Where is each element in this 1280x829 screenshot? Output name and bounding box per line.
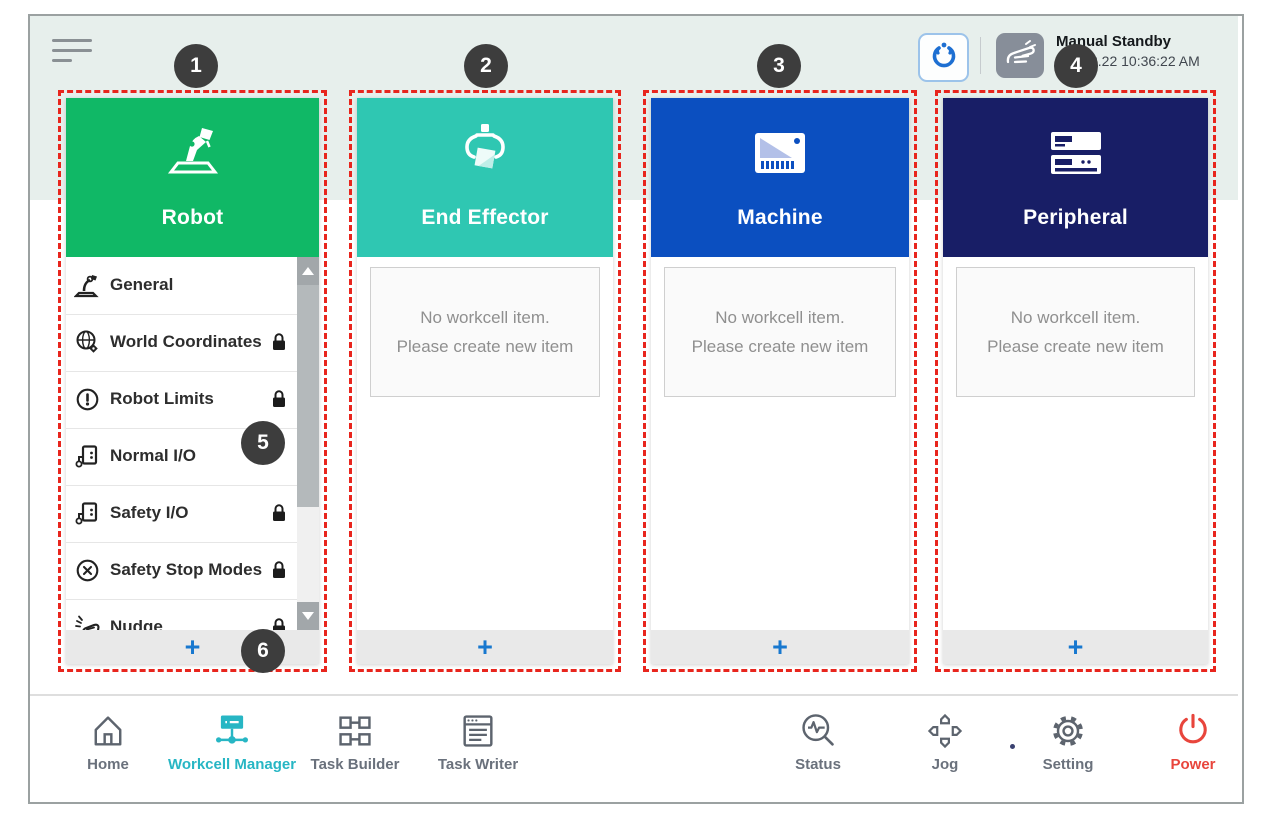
scroll-up-button[interactable] — [297, 257, 319, 285]
callout-badge-5: 5 — [241, 421, 285, 465]
robot-arm-icon — [73, 272, 101, 304]
end-effector-category-header[interactable]: End Effector — [357, 98, 613, 257]
bottom-nav-bar: Home Workcell Manager — [30, 694, 1238, 802]
robot-card: Robot General — [66, 98, 319, 664]
list-item-general[interactable]: General — [66, 257, 297, 315]
nav-jog[interactable]: Jog — [870, 706, 1020, 792]
lock-icon — [269, 616, 289, 630]
add-machine-item-button[interactable]: + — [651, 630, 909, 664]
workcell-manager-icon — [157, 706, 307, 756]
power-icon — [1118, 706, 1268, 756]
status-icon — [743, 706, 893, 756]
plus-icon: + — [477, 632, 493, 662]
dot-indicator — [1010, 744, 1015, 749]
callout-badge-1: 1 — [174, 44, 218, 88]
machine-icon — [651, 132, 909, 174]
add-peripheral-item-button[interactable]: + — [943, 630, 1208, 664]
nav-status[interactable]: Status — [743, 706, 893, 792]
plus-icon: + — [1067, 632, 1084, 662]
setting-icon — [993, 706, 1143, 756]
nudge-icon — [74, 614, 101, 630]
empty-state: No workcell item. Please create new item — [956, 267, 1195, 397]
empty-state: No workcell item. Please create new item — [664, 267, 896, 397]
workcell-column-end-effector: End Effector No workcell item. Please cr… — [349, 90, 621, 672]
scroll-down-button[interactable] — [297, 602, 319, 630]
list-item-safety-stop-modes[interactable]: Safety Stop Modes — [66, 542, 297, 600]
robot-arm-icon — [66, 122, 319, 178]
nav-task-writer[interactable]: Task Writer — [403, 706, 553, 792]
column-title: Robot — [161, 206, 224, 229]
list-item-normal-io[interactable]: Normal I/O — [66, 428, 297, 486]
task-builder-icon — [280, 706, 430, 756]
world-coordinates-icon — [74, 329, 101, 361]
peripheral-category-header[interactable]: Peripheral — [943, 98, 1208, 257]
lock-icon — [269, 502, 289, 528]
callout-badge-3: 3 — [757, 44, 801, 88]
plus-icon: + — [772, 632, 788, 662]
robot-mode-button[interactable] — [918, 33, 969, 82]
lock-icon — [269, 388, 289, 414]
status-timestamp: 2.22 10:36:22 AM — [1090, 53, 1200, 69]
lock-icon — [269, 331, 289, 357]
peripheral-icon — [943, 130, 1208, 176]
manual-hand-mode-button[interactable] — [996, 33, 1044, 78]
lock-icon — [269, 559, 289, 585]
stop-modes-icon — [74, 557, 101, 589]
callout-badge-4: 4 — [1054, 44, 1098, 88]
machine-category-header[interactable]: Machine — [651, 98, 909, 257]
list-item-world-coordinates[interactable]: World Coordinates — [66, 314, 297, 372]
gripper-icon — [357, 122, 613, 180]
list-item-nudge[interactable]: Nudge — [66, 599, 297, 630]
home-icon — [33, 706, 183, 756]
robot-gripper-icon — [929, 40, 959, 75]
column-title: Machine — [737, 206, 823, 229]
scrollbar-thumb[interactable] — [297, 285, 319, 507]
io-icon — [74, 500, 101, 532]
empty-state: No workcell item. Please create new item — [370, 267, 600, 397]
nav-task-builder[interactable]: Task Builder — [280, 706, 430, 792]
list-scrollbar[interactable] — [297, 257, 319, 630]
workcell-column-robot: Robot General — [58, 90, 327, 672]
machine-card: Machine No workcell item. Please create … — [651, 98, 909, 664]
peripheral-card: Peripheral No workcell item. Please crea… — [943, 98, 1208, 664]
add-end-effector-item-button[interactable]: + — [357, 630, 613, 664]
list-item-safety-io[interactable]: Safety I/O — [66, 485, 297, 543]
hand-icon — [1003, 38, 1037, 73]
workcell-column-peripheral: Peripheral No workcell item. Please crea… — [935, 90, 1216, 672]
header-divider — [980, 37, 981, 74]
io-icon — [74, 443, 101, 475]
nav-power[interactable]: Power — [1118, 706, 1268, 792]
nav-workcell-manager[interactable]: Workcell Manager — [157, 706, 307, 792]
callout-badge-2: 2 — [464, 44, 508, 88]
column-title: Peripheral — [1023, 206, 1128, 229]
plus-icon: + — [184, 632, 201, 662]
nav-setting[interactable]: Setting — [993, 706, 1143, 792]
list-item-robot-limits[interactable]: Robot Limits — [66, 371, 297, 429]
robot-category-header[interactable]: Robot — [66, 98, 319, 257]
jog-icon — [870, 706, 1020, 756]
end-effector-card: End Effector No workcell item. Please cr… — [357, 98, 613, 664]
menu-hamburger-icon[interactable] — [52, 37, 94, 65]
callout-badge-6: 6 — [241, 629, 285, 673]
column-title: End Effector — [421, 206, 549, 229]
nav-home[interactable]: Home — [33, 706, 183, 792]
robot-limits-icon — [74, 386, 101, 418]
workcell-column-machine: Machine No workcell item. Please create … — [643, 90, 917, 672]
task-writer-icon — [403, 706, 553, 756]
